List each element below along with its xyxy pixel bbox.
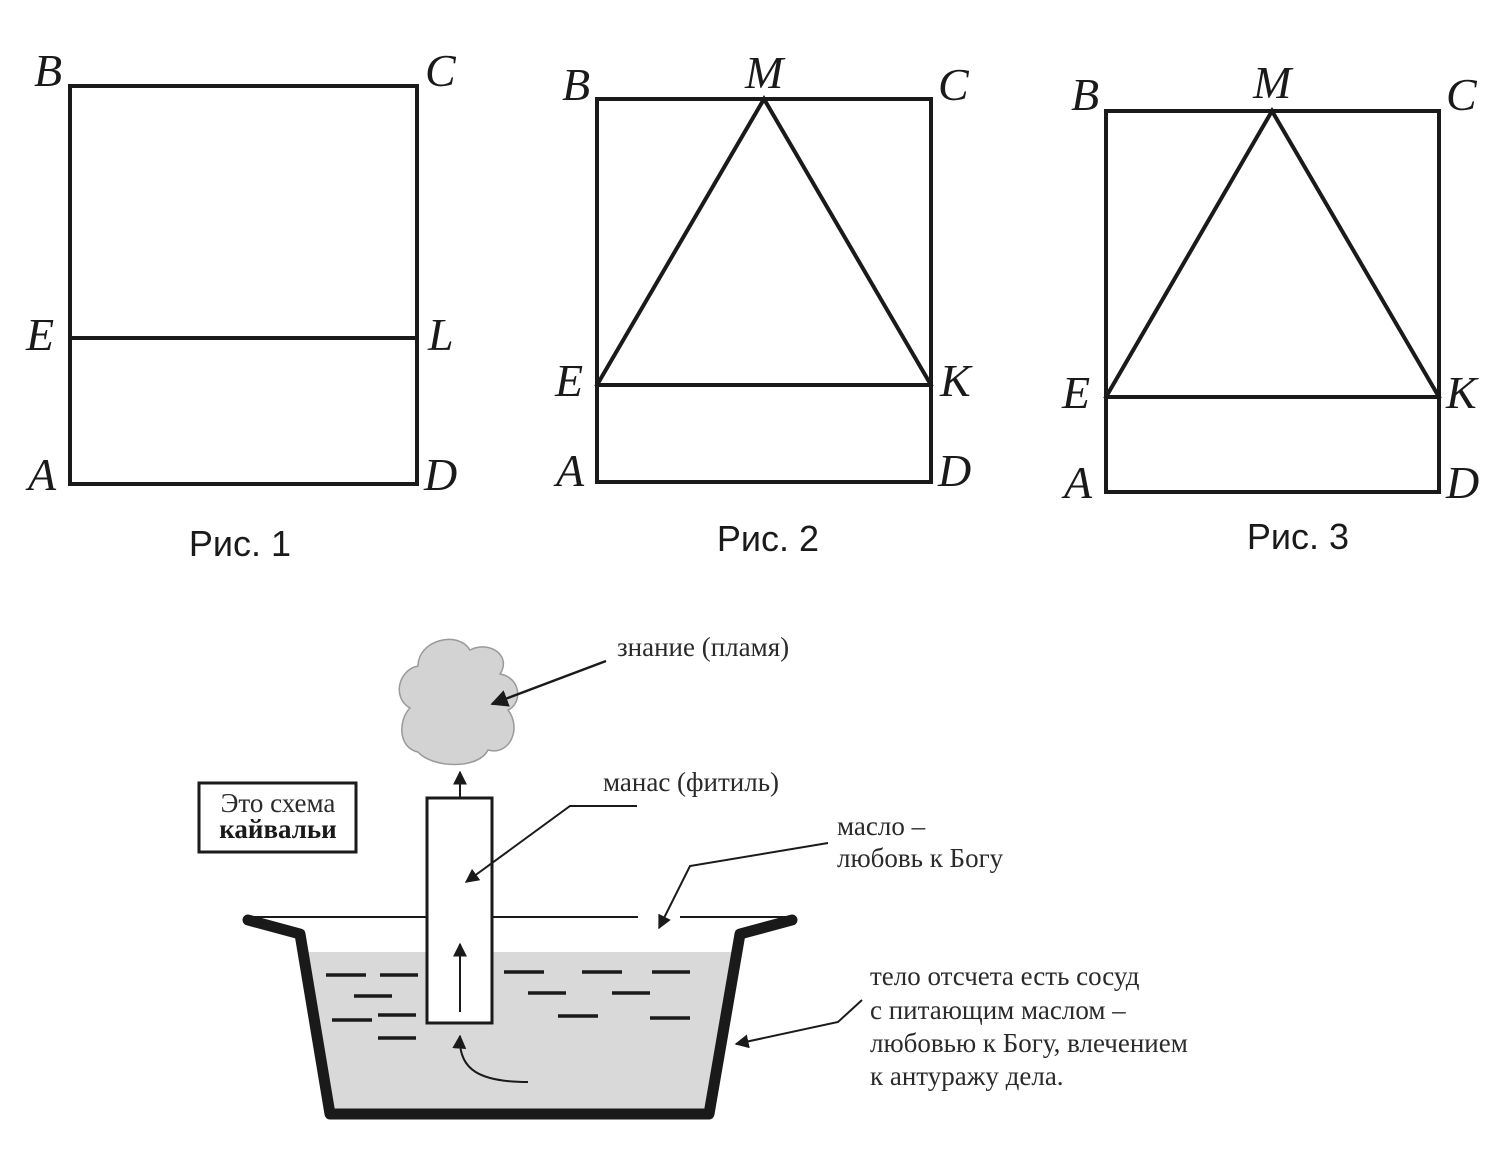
fig2-point-a: A xyxy=(553,445,585,496)
fig3-square xyxy=(1104,109,1441,494)
flame-pointer xyxy=(490,659,607,707)
oil-dashes xyxy=(326,970,690,1040)
fig3-point-k: K xyxy=(1445,367,1479,418)
fig2-point-e: E xyxy=(554,355,583,406)
fig2-square xyxy=(595,97,933,484)
fig2-point-c: C xyxy=(938,59,970,110)
flame-label: знание (пламя) xyxy=(617,632,789,662)
lamp-diagram: Это схема кайвальи знание (пламя) манас … xyxy=(197,632,1188,1120)
vessel-label-line1: тело отсчета есть сосуд xyxy=(870,961,1140,991)
fig3-point-a: A xyxy=(1061,457,1093,508)
fig3-point-c: C xyxy=(1446,69,1478,120)
fig3-caption: Рис. 3 xyxy=(1247,516,1349,557)
figure-2: B M C E K A D Рис. 2 xyxy=(553,47,973,559)
fig2-caption: Рис. 2 xyxy=(717,518,819,559)
vessel-pointer xyxy=(734,999,863,1049)
fig3-triangle-sides xyxy=(1103,107,1442,400)
oil-fill xyxy=(306,952,735,1114)
flame-cloud xyxy=(398,638,519,766)
kaivalya-box-line1: Это схема xyxy=(221,788,336,818)
vessel-outline xyxy=(242,914,798,1120)
fig2-point-d: D xyxy=(937,445,971,496)
fig2-point-k: K xyxy=(939,355,973,406)
fig3-point-e: E xyxy=(1061,367,1090,418)
fig3-point-d: D xyxy=(1445,457,1479,508)
fig2-triangle-sides xyxy=(594,95,934,388)
vessel-label-line2: с питающим маслом – xyxy=(870,995,1126,1025)
oil-label-line1: масло – xyxy=(837,811,926,841)
fig1-point-e: E xyxy=(25,309,54,360)
oil-pointer xyxy=(658,842,829,930)
fig1-point-a: A xyxy=(25,449,57,500)
vessel-label-line3: любовью к Богу, влечением xyxy=(870,1028,1188,1058)
fig3-point-m: M xyxy=(1252,57,1294,108)
fig1-point-d: D xyxy=(423,449,457,500)
oil-label-line2: любовь к Богу xyxy=(837,843,1004,873)
fig1-caption: Рис. 1 xyxy=(189,523,291,564)
fig2-point-b: B xyxy=(562,59,590,110)
figure-1: B C E L A D Рис. 1 xyxy=(25,45,457,564)
fig1-point-l: L xyxy=(427,309,454,360)
fig1-point-c: C xyxy=(425,45,457,96)
vessel-label-line4: к антуражу дела. xyxy=(870,1061,1064,1091)
fig1-square xyxy=(68,84,419,486)
fig3-point-b: B xyxy=(1071,69,1099,120)
wick-label: манас (фитиль) xyxy=(603,767,779,797)
oil-flow-arrow xyxy=(452,1034,529,1083)
kaivalya-box-line2: кайвальи xyxy=(219,814,337,844)
fig2-point-m: M xyxy=(744,47,786,98)
wick-pointer xyxy=(464,805,637,883)
figure-3: B M C E K A D Рис. 3 xyxy=(1061,57,1479,557)
fig1-point-b: B xyxy=(34,45,62,96)
kaivalya-box xyxy=(197,781,358,854)
